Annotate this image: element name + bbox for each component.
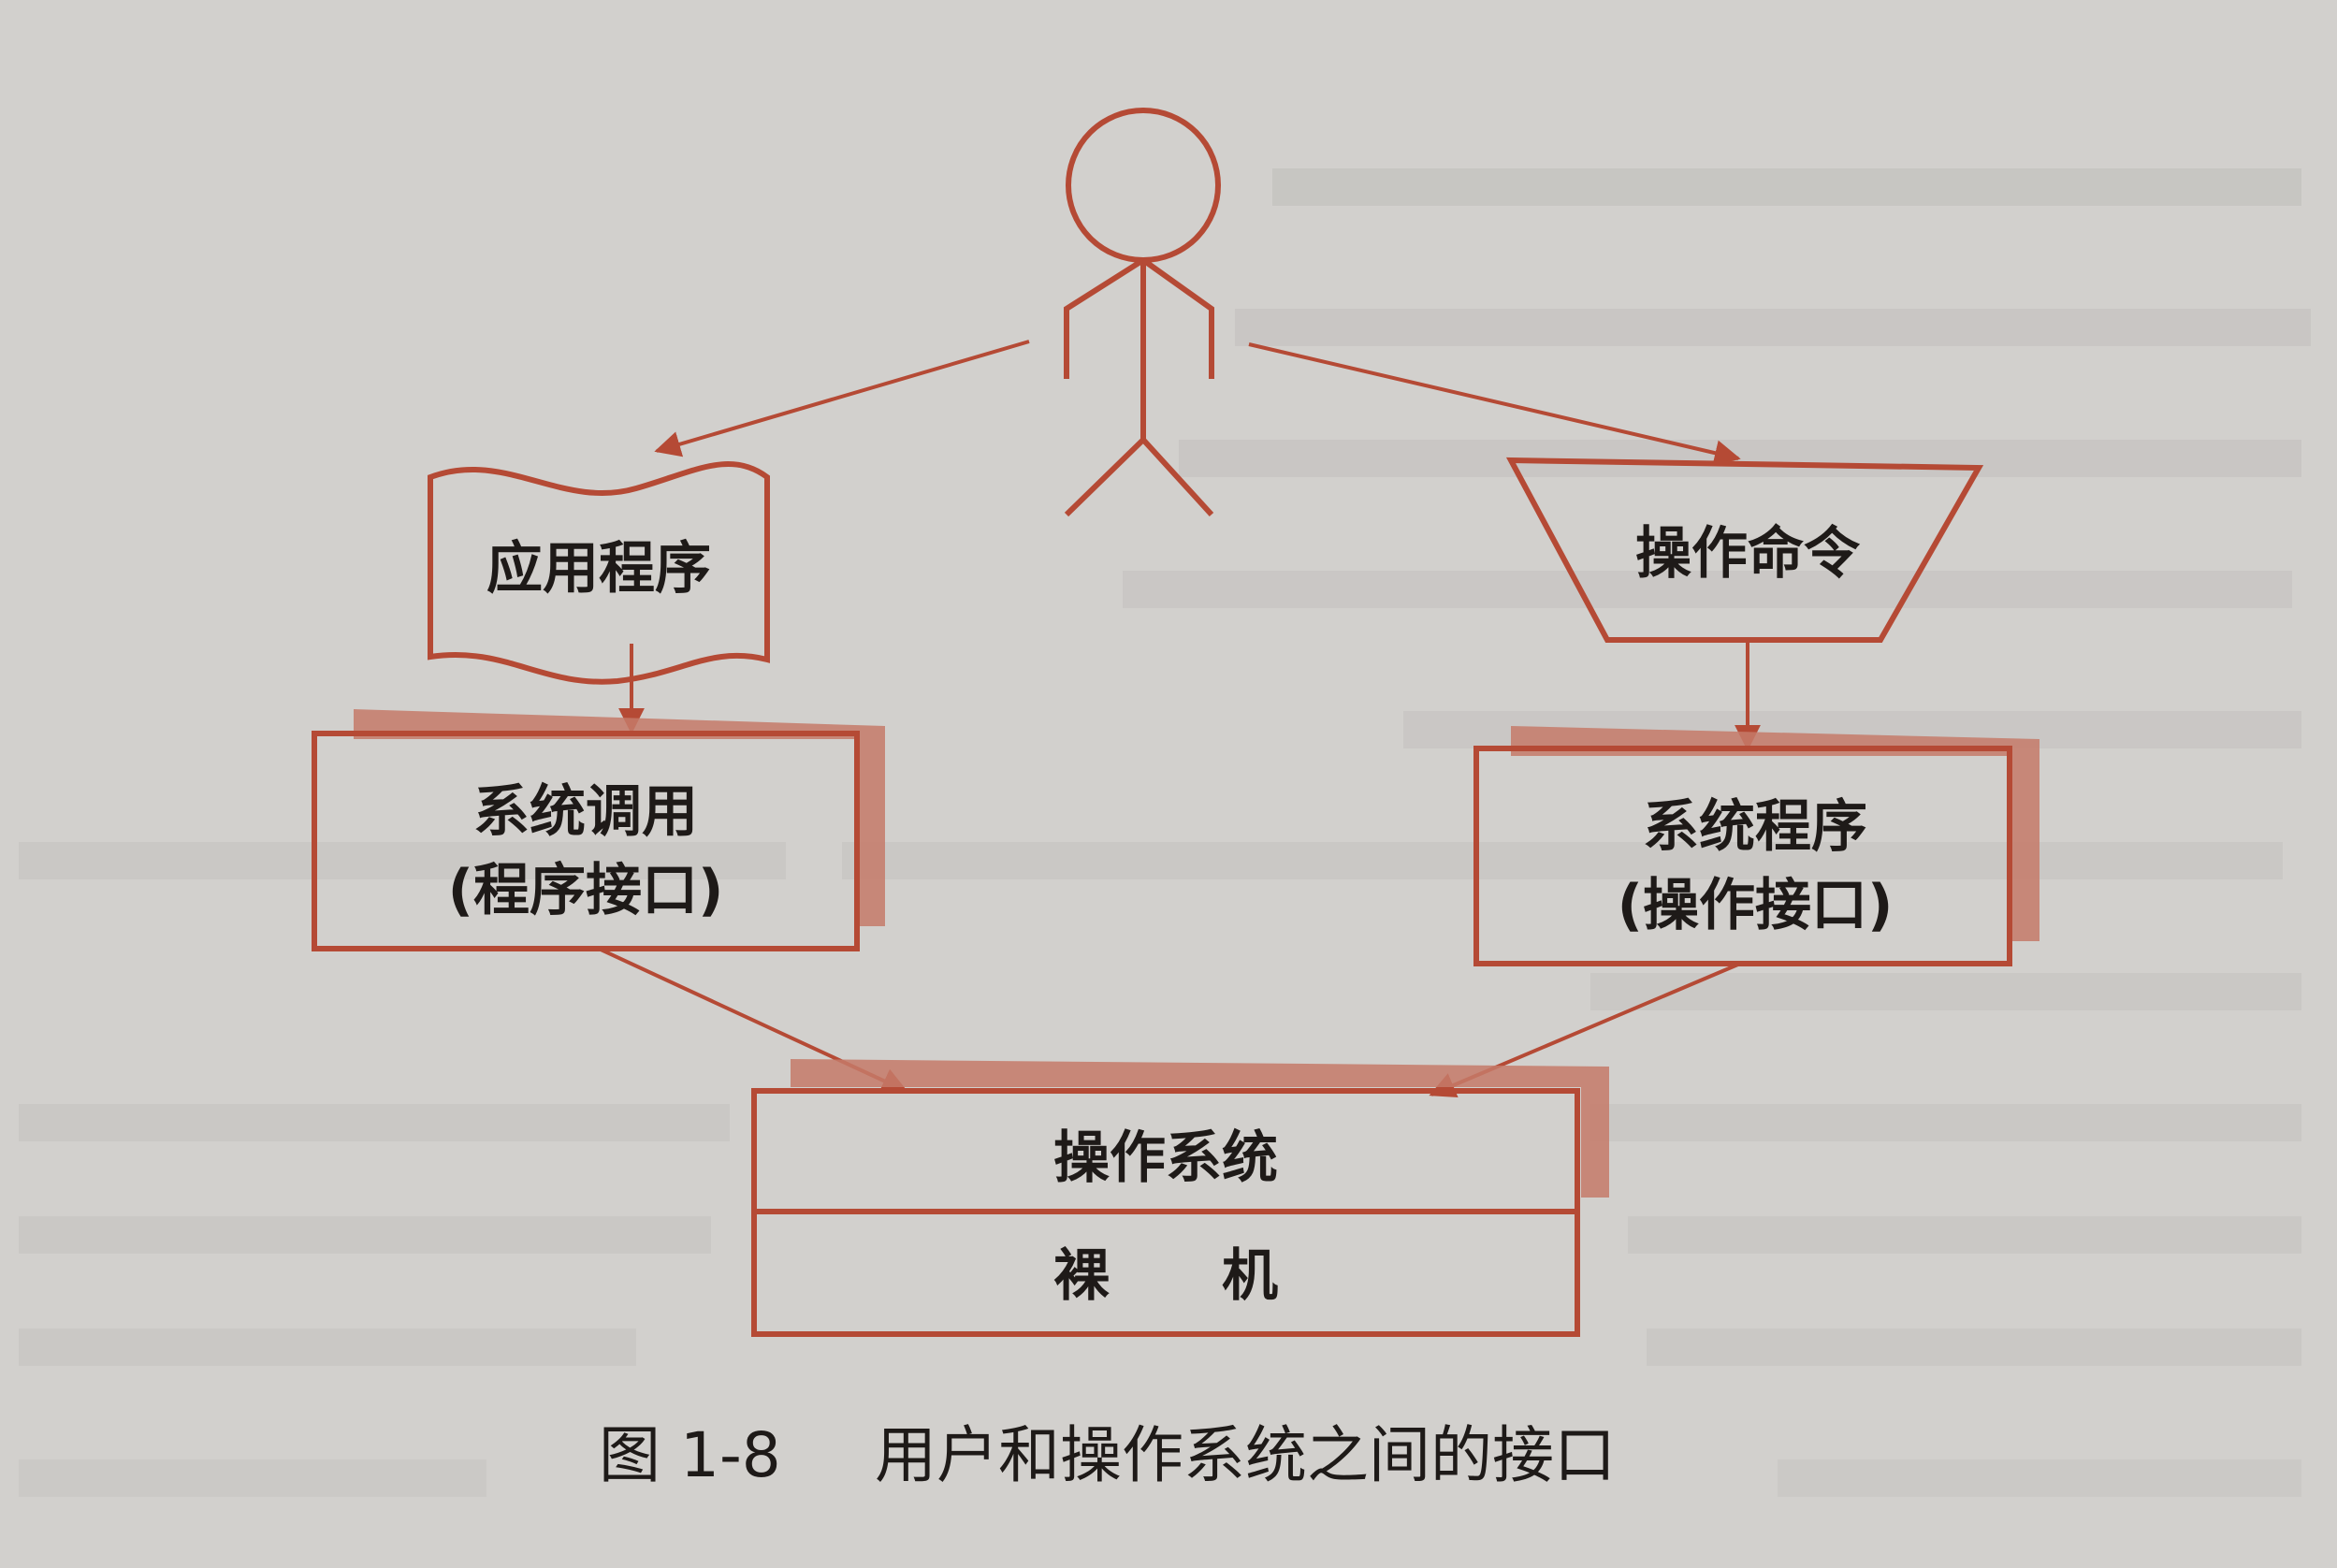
app-program-node: 应用程序 — [428, 461, 770, 685]
system-program-label-line2: (操作接口) — [1618, 873, 1894, 938]
operation-command-label: 操作命令 — [1635, 521, 1861, 587]
app-program-label: 应用程序 — [486, 536, 711, 602]
user-stick-figure-icon — [1064, 108, 1221, 517]
figure-caption: 图 1-8 用户和操作系统之间的接口 — [599, 1419, 1616, 1491]
operating-system-label: 操作系统 — [1053, 1125, 1278, 1191]
os-bare-machine-node: 操作系统 裸 机 — [751, 1059, 1609, 1337]
operation-command-node: 操作命令 — [1505, 457, 1984, 643]
caption-number: 图 1-8 — [599, 1419, 781, 1491]
bare-machine-label: 裸 机 — [1053, 1243, 1278, 1309]
caption-title: 用户和操作系统之间的接口 — [875, 1419, 1616, 1491]
arrow-user-to-app-program — [654, 340, 1030, 457]
system-call-label-line2: (程序接口) — [448, 858, 724, 923]
system-call-label-line1: 系统调用 — [473, 779, 698, 845]
system-call-node: 系统调用 (程序接口) — [312, 709, 885, 951]
arrow-user-to-operation-command — [1248, 342, 1741, 466]
system-program-label-line1: 系统程序 — [1643, 794, 1867, 860]
system-program-node: 系统程序 (操作接口) — [1473, 726, 2039, 966]
